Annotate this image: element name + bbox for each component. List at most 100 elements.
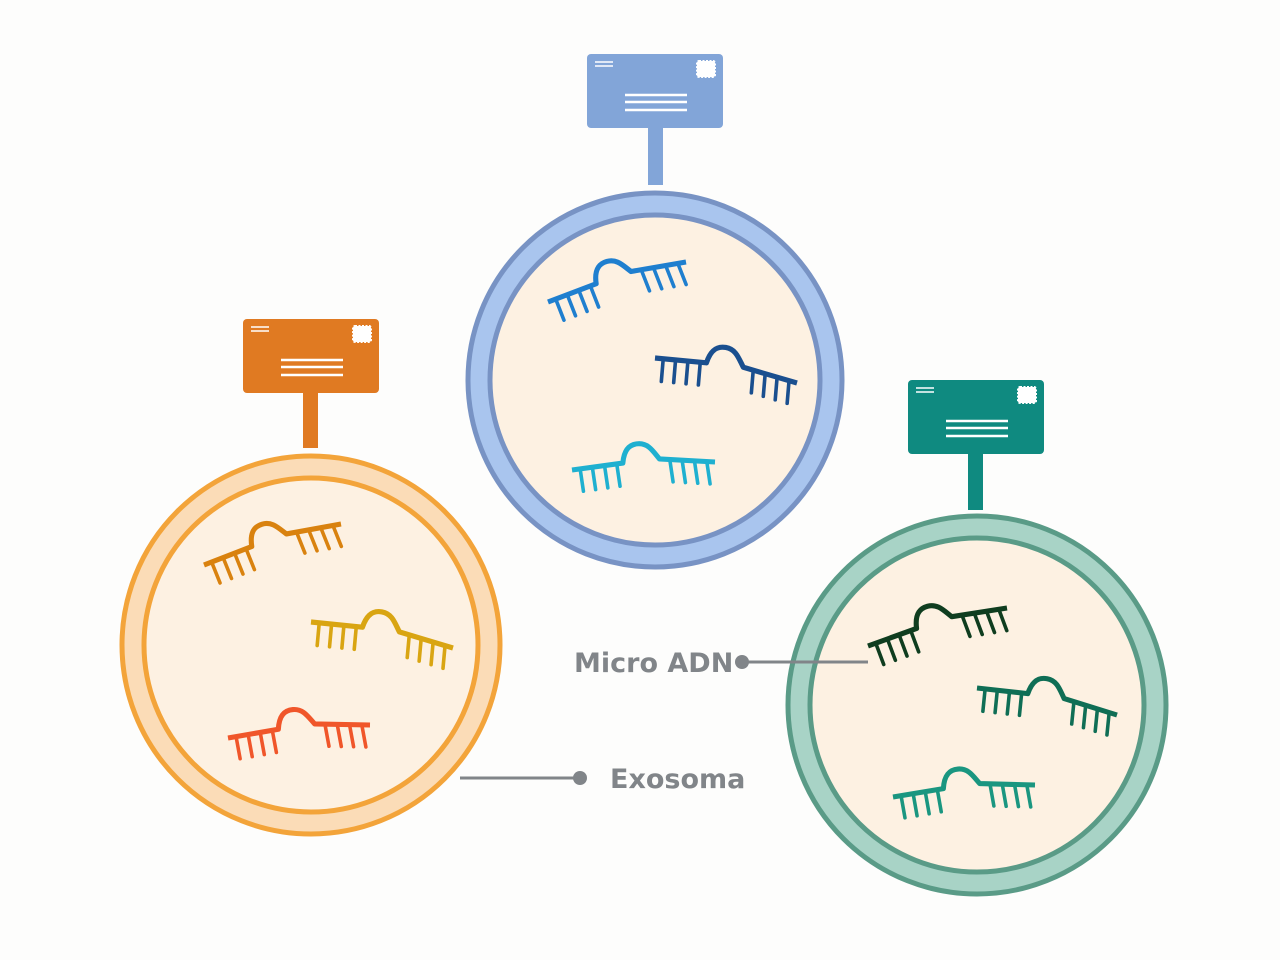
strand-base	[984, 609, 997, 635]
strand-base	[935, 787, 944, 814]
strand-base	[270, 728, 279, 755]
strand-base	[1081, 703, 1088, 730]
strand-base	[577, 288, 589, 314]
micro-adn-strand	[203, 520, 344, 585]
strand-base	[306, 528, 319, 553]
strand-base	[997, 607, 1009, 633]
strand-base	[1093, 707, 1100, 734]
strand-base	[1000, 782, 1008, 809]
strand-base	[972, 611, 985, 637]
micro-adn-leader-dot	[735, 655, 749, 669]
strand-base	[696, 360, 703, 387]
strand-base	[897, 632, 909, 658]
strand-base	[323, 722, 331, 749]
signpost-pole	[303, 392, 318, 448]
exosome-teal	[785, 380, 1169, 897]
strand-base	[981, 687, 987, 714]
strand-backbone	[976, 675, 1118, 718]
strand-base	[340, 623, 346, 650]
strand-base	[1069, 699, 1076, 726]
micro-adn-strand	[867, 603, 1009, 667]
strand-base	[1105, 710, 1111, 737]
exosome-lumen	[487, 212, 823, 548]
strand-base	[347, 722, 356, 749]
strand-backbone	[654, 344, 798, 386]
strand-base	[908, 628, 921, 654]
strand-backbone	[227, 707, 371, 741]
strand-base	[244, 546, 257, 572]
strand-backbone	[867, 603, 1008, 649]
strand-base	[352, 624, 359, 652]
strand-base	[704, 459, 712, 486]
strand-base	[684, 359, 690, 386]
strand-base	[899, 793, 907, 820]
strand-base	[232, 551, 245, 576]
strand-base	[1017, 691, 1024, 718]
strand-base	[676, 261, 688, 287]
strand-backbone	[310, 609, 454, 651]
strand-base	[234, 734, 242, 761]
strand-base	[429, 640, 435, 667]
strand-base	[614, 462, 622, 489]
exosoma-leader-dot	[573, 771, 587, 785]
strand-base	[659, 356, 666, 384]
envelope-body	[587, 54, 723, 128]
strand-base	[578, 467, 586, 494]
strand-base	[209, 560, 222, 585]
strand-base	[873, 641, 886, 667]
exosome-lumen	[141, 475, 481, 815]
micro-adn-strand	[310, 609, 454, 671]
strand-base	[335, 722, 344, 749]
strand-base	[639, 267, 652, 293]
exosoma-callout: Exosoma	[460, 764, 745, 795]
strand-base	[993, 688, 1000, 715]
micro-adn-callout: Micro ADN	[574, 648, 868, 679]
signpost-pole	[968, 454, 983, 510]
strand-base	[318, 525, 331, 551]
strand-backbone	[571, 441, 716, 473]
envelope-icon	[243, 319, 379, 393]
micro-adn-strand	[892, 766, 1036, 820]
exosome-orange	[119, 319, 503, 837]
strand-backbone	[547, 258, 687, 305]
envelope-body	[243, 319, 379, 393]
signpost-pole	[648, 127, 663, 185]
strand-base	[331, 523, 344, 549]
strand-base	[749, 368, 756, 395]
strand-base	[773, 375, 779, 402]
strand-base	[1025, 783, 1033, 809]
strand-base	[885, 637, 898, 663]
strand-base	[960, 613, 972, 639]
strand-base	[315, 621, 322, 648]
stamp-icon	[352, 325, 372, 343]
strand-base	[680, 458, 688, 485]
strand-base	[1012, 782, 1021, 809]
micro-adn-label: Micro ADN	[574, 648, 733, 679]
micro-adn-strand	[227, 707, 371, 761]
strand-base	[221, 555, 234, 581]
strand-base	[553, 297, 566, 322]
exosome-lumen	[807, 535, 1147, 875]
exosome-blue	[465, 54, 845, 570]
strand-base	[405, 633, 412, 660]
strand-base	[663, 263, 676, 289]
micro-adn-strand	[571, 441, 716, 494]
strand-base	[246, 732, 254, 759]
strand-base	[590, 465, 598, 492]
strand-base	[923, 789, 931, 816]
strand-base	[988, 782, 996, 808]
micro-adn-strand	[976, 675, 1118, 737]
micro-adn-strand	[547, 258, 688, 322]
strand-base	[761, 371, 767, 399]
envelope-icon	[908, 380, 1044, 454]
strand-base	[602, 463, 610, 490]
strand-base	[1005, 689, 1012, 716]
strand-base	[294, 530, 307, 555]
envelope-body	[908, 380, 1044, 454]
strand-base	[327, 622, 334, 649]
envelope-icon	[587, 54, 723, 128]
strand-base	[692, 459, 700, 486]
strand-base	[671, 358, 678, 385]
